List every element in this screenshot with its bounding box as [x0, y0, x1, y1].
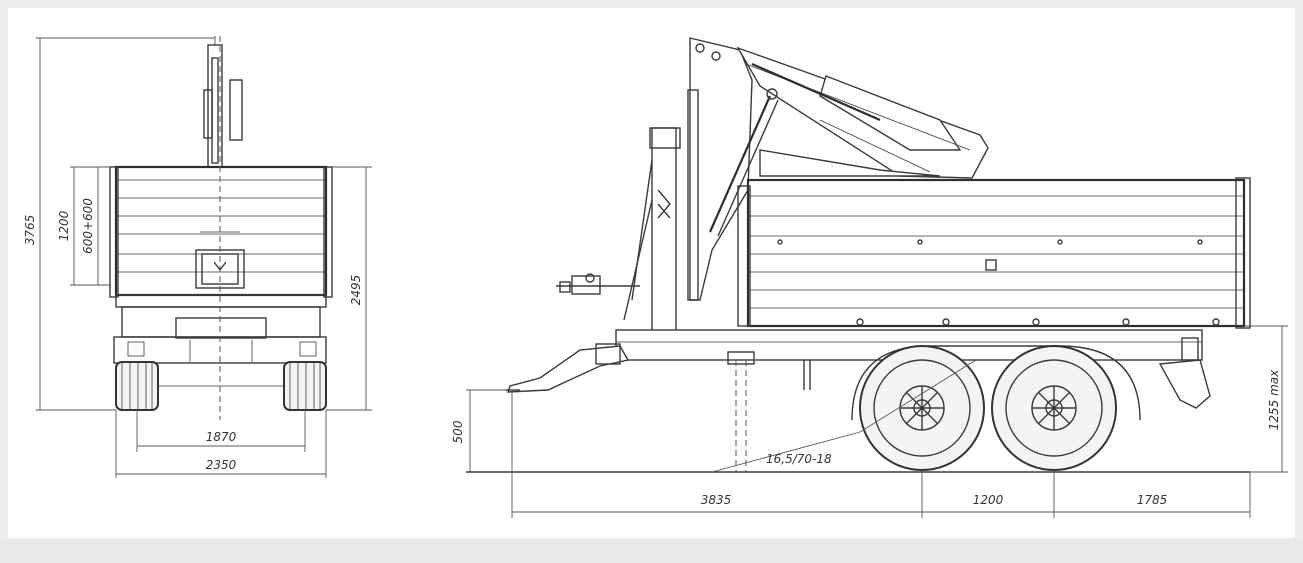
side-dimension-labels: 500 16,5/70-18 1255 max 3835 1200 1785 [451, 369, 1281, 507]
side-view [466, 37, 1251, 473]
dim-overall-height: 3765 [23, 215, 37, 246]
front-dimensions [36, 37, 372, 478]
side-dimensions [466, 325, 1288, 518]
dim-side-height-2: 600+600 [81, 198, 95, 254]
dim-overall-width: 2350 [206, 458, 237, 472]
dim-drawbar-height: 500 [451, 420, 465, 443]
front-view [109, 36, 333, 420]
bottom-band [0, 538, 1303, 563]
dim-rear-overhang: 1785 [1137, 493, 1168, 507]
side-chassis [506, 329, 1211, 472]
front-crane-mast [203, 36, 243, 168]
side-body [737, 177, 1251, 329]
wheel-front [859, 345, 985, 471]
dim-tyre-size: 16,5/70-18 [766, 452, 832, 466]
front-wheels [115, 361, 327, 411]
front-body [109, 165, 333, 298]
front-dimension-labels: 3765 1200 600+600 2495 1870 2350 [23, 198, 363, 472]
dim-axle-spacing: 1200 [973, 493, 1004, 507]
crane [556, 37, 989, 349]
dim-platform-height: 1255 max [1267, 369, 1281, 430]
dim-body-top-height: 2495 [349, 275, 363, 306]
wheel-rear [991, 345, 1117, 471]
dim-drawbar-to-axle: 3835 [701, 493, 732, 507]
dim-side-height-1: 1200 [57, 210, 71, 241]
dim-track-width: 1870 [206, 430, 237, 444]
